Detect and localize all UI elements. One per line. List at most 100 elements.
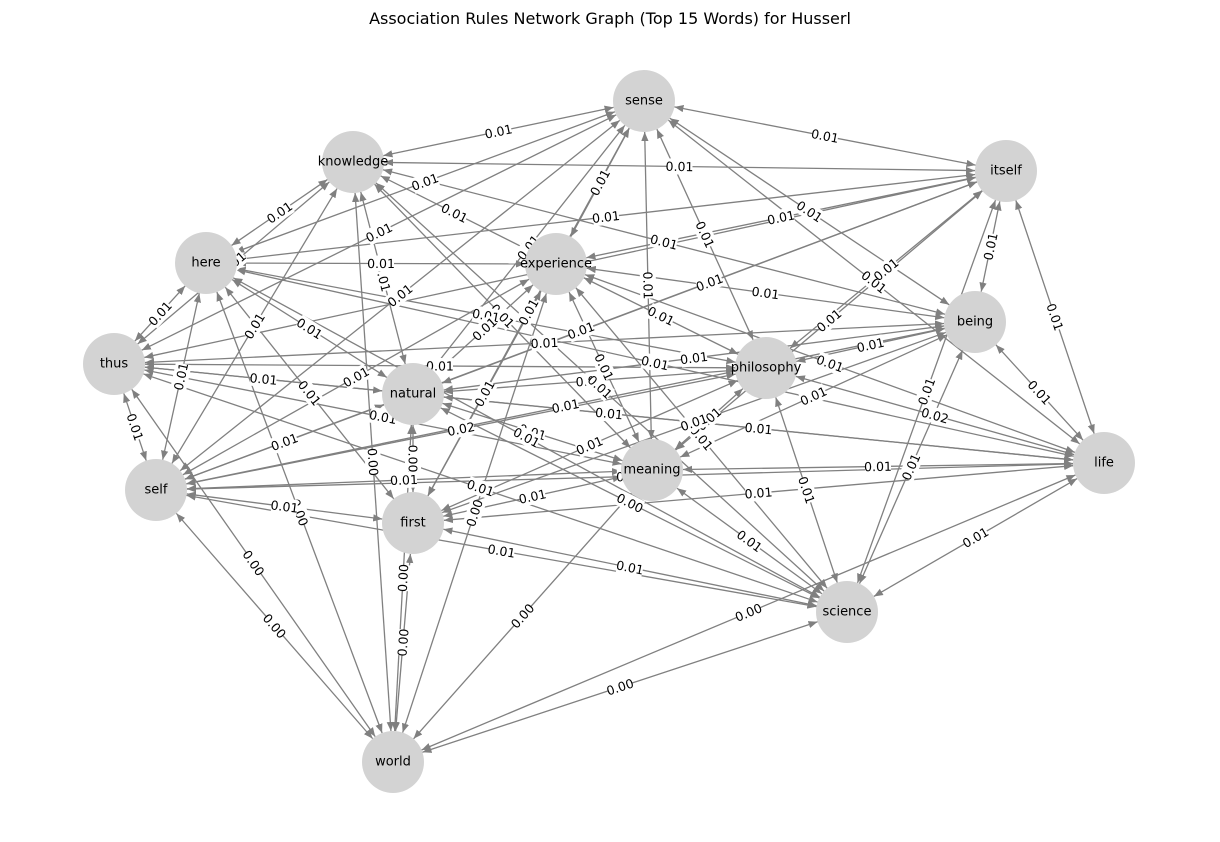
edge-weight-label: 0.01 [439, 200, 470, 226]
edge-weight-label-bg [518, 485, 547, 508]
node-here: here [175, 232, 237, 294]
edge-weight-label-bg [465, 476, 496, 500]
node-circle [525, 233, 587, 295]
edge-weight-text: 0.01 [744, 420, 773, 438]
edge-weight-text: 0.01 [530, 335, 559, 351]
node-experience: experience [520, 233, 592, 295]
edge-weight-label: 0.01 [734, 527, 765, 556]
edge-weight-label-bg [487, 301, 518, 331]
edge-weight-label: 0.01 [744, 419, 773, 438]
edge-weight-label-bg [733, 600, 764, 625]
edge-weight-label-bg [810, 125, 840, 147]
edge-weight-label-bg [649, 231, 679, 253]
edge-weight-label-bg [270, 496, 299, 517]
edge-weight-label-bg [484, 121, 513, 142]
edge-weight-label: 0.00 [733, 600, 764, 625]
edge-weight-text: 0.00 [394, 628, 411, 657]
edge-weight-label: 0.01 [855, 334, 886, 356]
edge-weight-text: 0.00 [365, 448, 382, 477]
edge-weight-label-bg [269, 429, 300, 455]
edge-weight-label-bg [574, 432, 605, 459]
edge-weight-label: 0.00 [364, 448, 382, 477]
edge-weight-label-bg [864, 458, 892, 475]
edge-weight-label: 0.01 [123, 411, 147, 443]
edge-weight-text: 0.01 [471, 378, 498, 410]
edge-weight-label-bg [363, 219, 395, 246]
edge-labels-layer: 0.01 0.01 0.01 0.01 0.01 0.01 0.01 0.01 0.01 0.01… [123, 121, 1067, 699]
edge-weight-label-bg [679, 410, 709, 435]
edge-weight-label-bg [405, 445, 421, 472]
node-meaning: meaning [621, 439, 683, 501]
edge-weight-label: 0.01 [249, 369, 278, 389]
edge-weight-label-bg [692, 219, 718, 250]
edge-weight-text: 0.01 [640, 353, 670, 374]
edge-weight-label-bg [744, 483, 773, 503]
edge-weight-label-bg [794, 475, 819, 505]
edge-weight-label: 0.00 [508, 601, 538, 632]
node-knowledge: knowledge [318, 131, 388, 193]
edge-weight-label-bg [1024, 377, 1055, 408]
edges-layer [123, 105, 1095, 753]
edge-weight-label-bg [666, 158, 693, 175]
node-self: self [125, 459, 187, 521]
edge-weight-label-bg [980, 232, 1001, 261]
edge-weight-label-bg [514, 232, 543, 263]
node-label: natural [390, 387, 436, 402]
edge-weight-text: 0.01 [486, 541, 516, 561]
edge-weight-label: 0.01 [517, 485, 548, 508]
edge-weight-text: 0.01 [640, 271, 656, 299]
edge-weight-label-bg [487, 540, 516, 562]
edge-weight-text: 0.01 [615, 557, 645, 577]
edge-weight-label: 0.01 [409, 169, 441, 195]
edge-weight-label: 0.01 [640, 352, 670, 374]
edge-weight-text: 0.01 [855, 335, 885, 356]
edge-weight-label: 0.01 [810, 125, 840, 147]
node-natural: natural [382, 363, 444, 425]
edge-weight-label-bg [744, 419, 773, 438]
node-circle [613, 70, 675, 132]
node-circle [362, 731, 424, 793]
edge-weight-text: 0.01 [864, 459, 892, 474]
edge-weight-label-bg [426, 357, 454, 375]
edge-weight-label: 0.01 [798, 383, 830, 409]
edge-weight-label: 0.01 [530, 334, 559, 352]
edge-weight-label: 0.01 [426, 357, 454, 375]
edge-weight-text: 0.01 [594, 405, 623, 423]
edge-weight-label: 0.01 [960, 524, 992, 551]
edge-weight-label-bg [446, 418, 476, 440]
node-label: itself [990, 164, 1022, 179]
edge-weight-label-bg [259, 610, 290, 642]
edge-weight-label: 0.01 [515, 296, 542, 328]
edge-weight-text: 0.01 [665, 159, 693, 174]
edge-weight-text: 0.02 [446, 419, 476, 439]
node-label: being [957, 315, 993, 330]
edge-weight-label-bg [394, 564, 412, 592]
edge-weight-text: 0.01 [264, 198, 295, 226]
edge-weight-label-bg [295, 377, 324, 409]
edge-weight-label-bg [595, 404, 623, 423]
edge-weight-text: 0.01 [798, 383, 830, 408]
edge-weight-text: 0.01 [591, 208, 620, 226]
edge-weight-label: 0.02 [446, 418, 476, 440]
edge-weight-label: 0.00 [405, 445, 421, 472]
edge-weight-text: 0.01 [766, 207, 796, 227]
edge-weight-label-bg [469, 314, 500, 344]
edge-weight-label: 0.01 [1043, 301, 1067, 333]
edge-weight-label-bg [798, 383, 829, 409]
node-itself: itself [975, 140, 1037, 202]
node-philosophy: philosophy [731, 337, 802, 399]
edge-weight-text: 0.01 [367, 256, 395, 271]
edge-weight-text: 0.01 [270, 497, 300, 515]
node-label: knowledge [318, 155, 388, 170]
node-circle [975, 140, 1037, 202]
edge-weight-label-bg [410, 169, 440, 195]
node-first: first [382, 492, 444, 554]
edge-weight-text: 0.01 [649, 231, 680, 252]
edge-weight-label: 0.01 [665, 158, 694, 175]
edge-weight-label: 0.00 [239, 547, 267, 578]
edge-weight-text: 0.01 [751, 284, 781, 303]
node-being: being [944, 291, 1006, 353]
node-circle [83, 333, 145, 395]
edge-weight-label: 0.01 [794, 198, 825, 226]
edge-weight-label-bg [1043, 302, 1067, 332]
